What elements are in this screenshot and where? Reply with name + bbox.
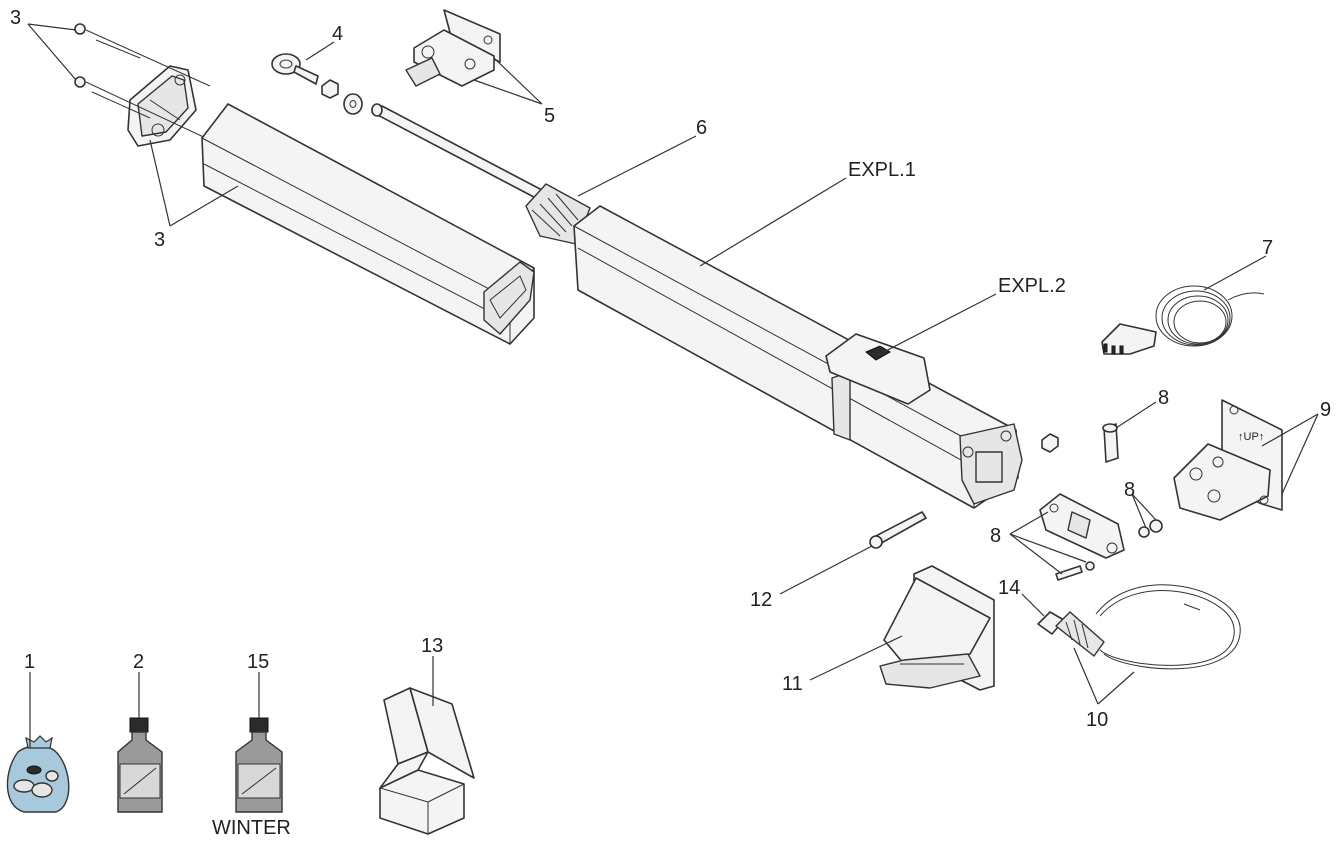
callout-15: 15 xyxy=(247,651,269,673)
callout-3-screws: 3 xyxy=(10,7,21,29)
bolt-8-lower xyxy=(1055,561,1095,581)
pin-8-upper xyxy=(1102,423,1119,463)
cable-gland xyxy=(1037,611,1105,657)
callout-2: 2 xyxy=(133,651,144,673)
callout-10: 10 xyxy=(1086,709,1108,731)
callout-labels: 3 3 4 5 6 EXPL.1 EXPL.2 7 8 9 8 8 12 11 … xyxy=(10,7,1331,839)
coiled-cable xyxy=(1155,285,1265,347)
packaging-box xyxy=(379,687,475,835)
power-cable xyxy=(1095,584,1241,670)
long-pin xyxy=(869,511,927,549)
callout-expl2: EXPL.2 xyxy=(998,275,1066,297)
hardware-bag xyxy=(6,735,70,813)
callout-5: 5 xyxy=(544,105,555,127)
rear-pillar-bracket: ↑UP↑ xyxy=(1173,399,1283,521)
callout-1: 1 xyxy=(24,651,35,673)
callout-expl1: EXPL.1 xyxy=(848,159,916,181)
callout-12: 12 xyxy=(750,589,772,611)
up-marking: ↑UP↑ xyxy=(1238,431,1264,443)
callout-3-cover: 3 xyxy=(154,229,165,251)
callout-7: 7 xyxy=(1262,237,1273,259)
rod-eye xyxy=(271,53,363,115)
leader-lines xyxy=(27,23,1319,748)
winter-oil-bottle xyxy=(235,717,283,813)
release-cover xyxy=(825,333,931,405)
support-plate xyxy=(879,565,995,691)
front-bracket xyxy=(405,9,501,87)
cover-tube xyxy=(201,103,535,345)
winter-caption: WINTER xyxy=(212,817,291,839)
callout-4: 4 xyxy=(332,23,343,45)
callout-8-nuts: 8 xyxy=(1124,479,1135,501)
callout-13: 13 xyxy=(421,635,443,657)
callout-11: 11 xyxy=(782,673,803,695)
callout-14: 14 xyxy=(998,577,1020,599)
motor-body xyxy=(573,205,1023,509)
oil-bottle xyxy=(117,717,163,813)
callout-8-clevis: 8 xyxy=(990,525,1001,547)
callout-6: 6 xyxy=(696,117,707,139)
clevis-bracket xyxy=(1039,493,1125,559)
callout-8-pin: 8 xyxy=(1158,387,1169,409)
cap-screws xyxy=(74,23,211,141)
nuts-8-right xyxy=(1138,519,1163,538)
callout-9: 9 xyxy=(1320,399,1331,421)
nut-hex xyxy=(1041,433,1059,453)
limit-switch xyxy=(1101,323,1157,355)
